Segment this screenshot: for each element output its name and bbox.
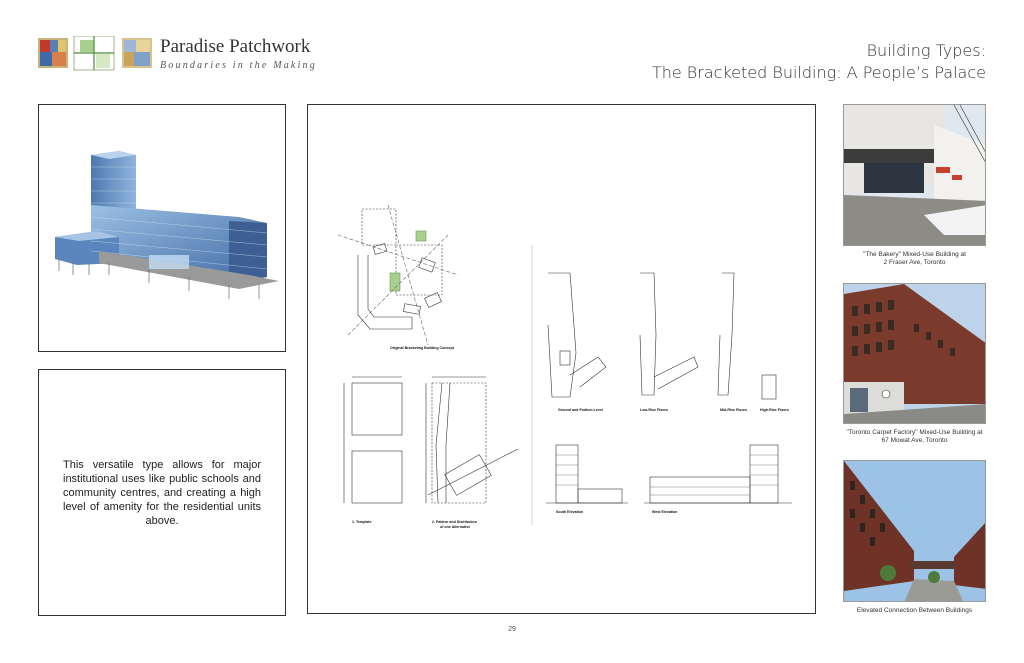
photo-caption-carpet-factory: "Toronto Carpet Factory" Mixed-Use Build…: [846, 429, 983, 444]
brand-tagline: Boundaries in the Making: [160, 60, 317, 71]
description-text: This versatile type allows for major ins…: [63, 458, 261, 527]
patchwork-logo-icon: [38, 36, 152, 71]
brand-logo: Paradise Patchwork Boundaries in the Mak…: [38, 36, 318, 72]
pattern-label-2: of one Alternative: [440, 525, 470, 529]
architectural-drawings: Original Bracketing Building Concept 1. …: [337, 204, 792, 529]
description-panel: This versatile type allows for major ins…: [38, 369, 286, 616]
concept-label: Original Bracketing Building Concept: [390, 346, 455, 350]
elevations-drawing: [546, 444, 792, 504]
bracketed-building-render: [55, 151, 279, 299]
architectural-drawings-panel: Original Bracketing Building Concept 1. …: [307, 104, 816, 614]
plan-label-ground: Ground and Podium Level: [558, 408, 603, 412]
template-drawing: [343, 376, 519, 504]
plan-label-high: High-Rise Floors: [760, 408, 789, 412]
building-render-panel: [38, 104, 286, 352]
floor-plans-drawing: [547, 272, 777, 400]
page-title-line1: Building Types:: [866, 41, 986, 60]
brand-name: Paradise Patchwork: [160, 36, 311, 57]
photo-caption-bakery: "The Bakery" Mixed-Use Building at 2 Fra…: [863, 251, 966, 266]
elevation-label-south: South Elevation: [556, 510, 583, 514]
elevation-label-west: West Elevation: [652, 510, 678, 514]
concept-plan-drawing: [337, 204, 459, 346]
page-title-line2: The Bracketed Building: A People’s Palac…: [651, 63, 986, 82]
photo-elevated-connection: [843, 460, 986, 602]
page-title: Building Types: The Bracketed Building: …: [652, 40, 986, 84]
page-number: 29: [508, 626, 516, 633]
plan-label-low: Low-Rise Floors: [640, 408, 668, 412]
plan-label-mid: Mid-Rise Floors: [720, 408, 747, 412]
template-label: 1. Template: [352, 520, 372, 524]
photo-bakery-building: [843, 104, 986, 246]
photo-carpet-factory: [843, 283, 986, 424]
photo-caption-elevated-connection: Elevated Connection Between Buildings: [856, 607, 973, 614]
pattern-label-1: 2. Pattern and Distribution: [432, 520, 477, 524]
